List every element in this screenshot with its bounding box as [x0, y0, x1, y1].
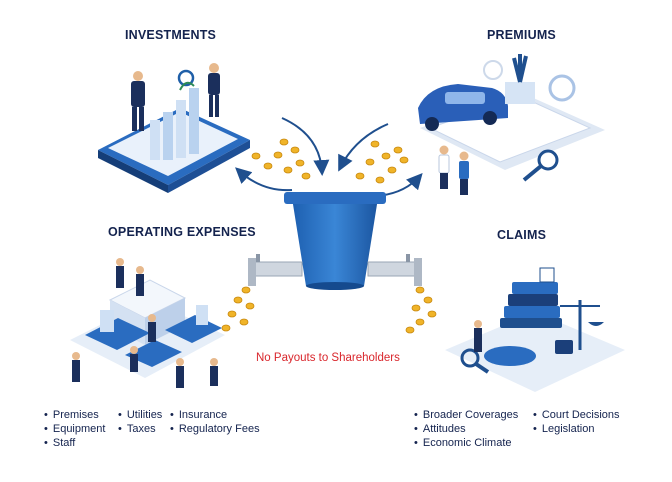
premiums-illustration — [418, 54, 605, 195]
arrow-icon — [281, 117, 330, 176]
operating-expenses-title: OPERATING EXPENSES — [108, 225, 256, 239]
operating-expenses-list: Premises Equipment Staff Utilities Taxes… — [44, 409, 284, 453]
claims-title: CLAIMS — [497, 228, 547, 242]
list-item: Taxes — [118, 423, 156, 436]
list-item: Regulatory Fees — [170, 423, 260, 436]
list-item: Attitudes — [414, 423, 466, 436]
list-item: Legislation — [533, 423, 595, 436]
pipe-icon — [248, 254, 422, 286]
investments-illustration — [98, 63, 250, 193]
no-payouts-note: No Payouts to Shareholders — [256, 352, 400, 364]
list-item: Broader Coverages — [414, 409, 518, 422]
list-item: Court Decisions — [533, 409, 620, 422]
investments-title: INVESTMENTS — [125, 28, 217, 42]
arrow-icon — [235, 167, 293, 192]
list-item: Staff — [44, 437, 75, 450]
premiums-title: PREMIUMS — [487, 28, 556, 42]
list-item: Equipment — [44, 423, 106, 436]
coin-icon — [221, 286, 437, 334]
claims-illustration — [445, 267, 625, 392]
list-item: Insurance — [170, 409, 227, 422]
list-item: Premises — [44, 409, 99, 422]
claims-list: Broader Coverages Attitudes Economic Cli… — [414, 409, 664, 453]
arrow-icon — [338, 123, 389, 172]
bucket-icon — [284, 192, 386, 290]
list-item: Utilities — [118, 409, 162, 422]
coin-icon — [251, 138, 409, 184]
list-item: Economic Climate — [414, 437, 512, 450]
operating-expenses-illustration — [70, 258, 225, 388]
